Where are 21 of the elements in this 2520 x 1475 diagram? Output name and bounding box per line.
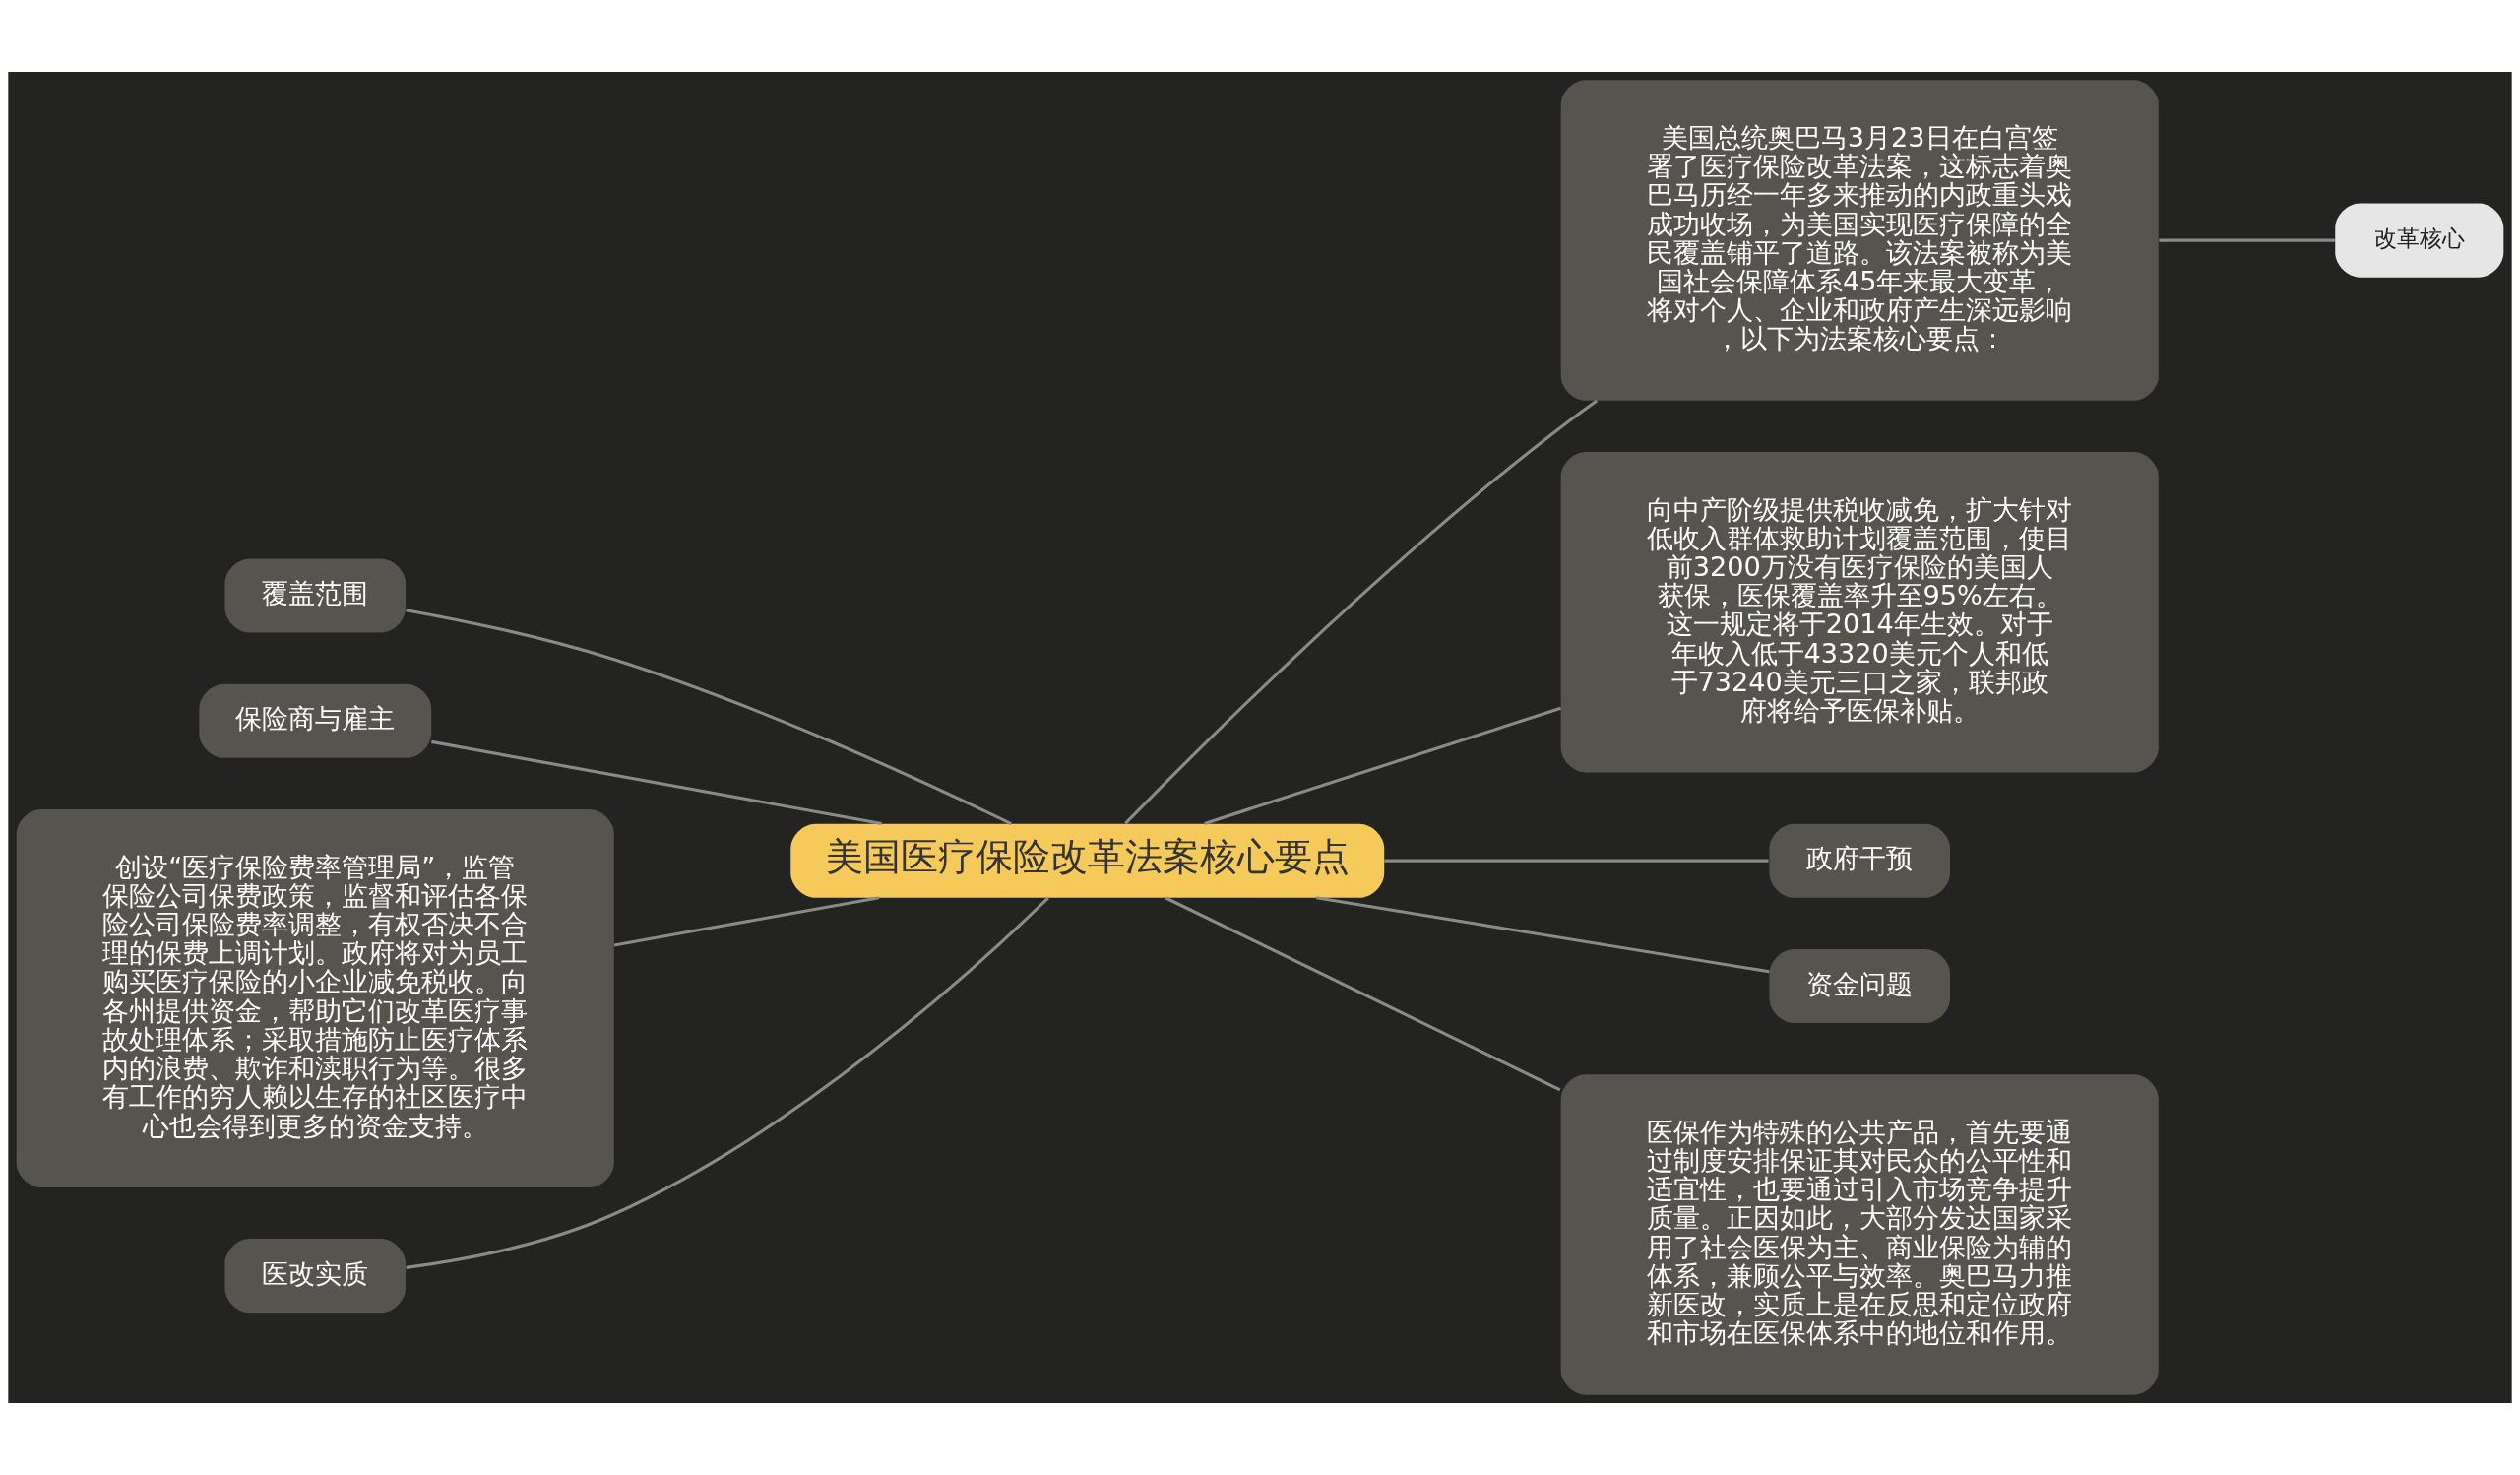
node-box: 向中产阶级提供税收减免，扩大针对低收入群体救助计划覆盖范围，使目前3200万没有医疗保险的美国人获保，医保覆盖率升至95%左右。这一规定将于2014年生效。对于年收入低于43320美元个人和低于73240美元三口之家，联邦政府将给予医保补贴。 — [1560, 452, 2159, 773]
connector — [406, 896, 1049, 1269]
node-box: 覆盖范围 — [224, 558, 407, 633]
node-box: 医改实质 — [224, 1239, 407, 1314]
connector — [1124, 399, 1599, 825]
node-box: 资金问题 — [1769, 948, 1951, 1023]
connector — [2159, 238, 2335, 242]
node-box: 政府干预 — [1769, 823, 1951, 898]
connector — [1204, 706, 1562, 825]
connector — [1316, 896, 1770, 974]
connector — [1384, 859, 1769, 863]
node-box: 改革核心 — [2335, 203, 2504, 278]
node-box: 医保作为特殊的公共产品，首先要通过制度安排保证其对民众的公平性和适宜性，也要通过引入市场竞争提升质量。正因如此，大部分发达国家采用了社会医保为主、商业保险为辅的体系，兼顾公平与效率。奥巴马力推新医改，实质上是在反思和定位政府和市场在医保体系中的地位和作用。 — [1560, 1074, 2159, 1395]
node-box: 美国总统奥巴马3月23日在白宫签署了医疗保险改革法案，这标志着奥巴马历经一年多来推动的内政重头戏成功收场，为美国实现医疗保障的全民覆盖铺平了道路。该法案被称为美国社会保障体系45年来最大变革，将对个人、企业和政府产生深远影响，以下为法案核心要点： — [1560, 80, 2159, 401]
connector — [406, 609, 1012, 825]
connector — [431, 739, 882, 826]
connector — [613, 896, 880, 947]
node-box: 创设“医疗保险费率管理局”，监管保险公司保费政策，监督和评估各保险公司保险费率调整，有权否决不合理的保费上调计划。政府将对为员工购买医疗保险的小企业减免税收。向各州提供资金，帮助它们改革医疗事故处理体系；采取措施防止医疗体系内的浪费、欺诈和渎职行为等。很多有工作的穷人赖以生存的社区医疗中心也会得到更多的资金支持。 — [16, 809, 614, 1187]
connector — [1165, 896, 1561, 1092]
node-box: 保险商与雇主 — [199, 683, 432, 758]
node-box: 美国医疗保险改革法案核心要点 — [790, 823, 1385, 898]
